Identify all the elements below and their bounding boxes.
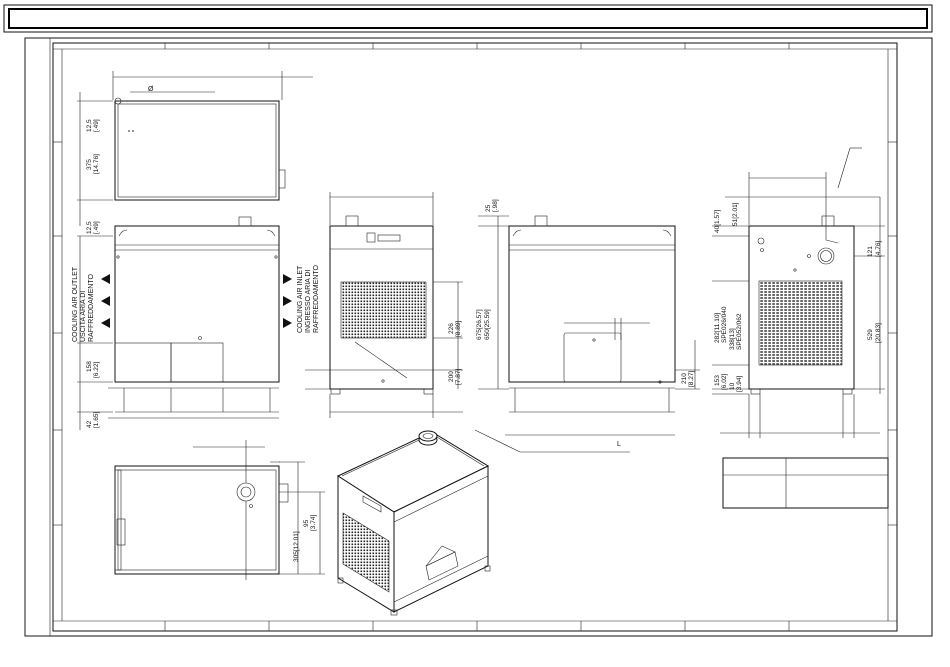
plan-view-dimensions: 95 [3.74] 305[12.01] — [293, 515, 317, 562]
side-view-grille — [305, 192, 463, 418]
svg-text:[20.83]: [20.83] — [875, 323, 882, 343]
svg-text:[8.89]: [8.89] — [455, 321, 462, 337]
title-banner — [3, 4, 933, 33]
svg-text:158: 158 — [86, 361, 93, 372]
svg-text:[.49]: [.49] — [93, 119, 100, 132]
drawing-frame — [24, 37, 933, 637]
svg-text:[4.76]: [4.76] — [875, 241, 882, 257]
outlet-arrow-2-icon — [101, 296, 110, 306]
svg-text:282[11.10]: 282[11.10] — [714, 313, 721, 343]
inlet-arrow-3-icon — [283, 318, 292, 328]
svg-text:226: 226 — [448, 323, 455, 334]
svg-text:SPE026/040: SPE026/040 — [721, 306, 728, 343]
svg-text:12,5: 12,5 — [86, 221, 93, 234]
front-view-left — [77, 216, 292, 430]
svg-text:153: 153 — [714, 375, 721, 386]
svg-text:[6.22]: [6.22] — [93, 362, 100, 378]
svg-text:338[13]: 338[13] — [729, 328, 736, 350]
right-side-dimensions: 40[1.57] 51[2.01] 282[11.10] SPE026/040 … — [714, 202, 882, 392]
diameter-symbol: Ø — [148, 86, 154, 93]
svg-text:305[12.01]: 305[12.01] — [293, 531, 300, 562]
rear-view: L — [474, 215, 700, 453]
inlet-label: COOLING AIR INLET INGRESSO ARIA DI RAFFR… — [297, 265, 320, 333]
outlet-label: COOLING AIR OUTLET USCITA ARIA DI RAFFRE… — [72, 266, 95, 342]
svg-text:200: 200 — [448, 371, 455, 382]
svg-text:[3.94]: [3.94] — [736, 376, 743, 392]
outlet-arrow-1-icon — [101, 274, 110, 284]
svg-text:25: 25 — [485, 204, 492, 212]
dim-l-label: L — [617, 441, 621, 448]
svg-text:[.98]: [.98] — [492, 199, 499, 212]
left-dimensions: 12,5 [.49] 375 [14.76] 12,5 [.49] 158 [6… — [86, 119, 100, 428]
svg-text:375: 375 — [86, 159, 93, 170]
title-block — [722, 457, 889, 509]
svg-text:[14.76]: [14.76] — [93, 154, 100, 174]
svg-text:675[26.57]: 675[26.57] — [476, 309, 483, 340]
svg-text:42: 42 — [86, 420, 93, 428]
svg-text:210: 210 — [681, 373, 688, 384]
inlet-arrow-2-icon — [283, 296, 292, 306]
svg-text:[7.87]: [7.87] — [455, 369, 462, 385]
svg-text:[1.65]: [1.65] — [93, 412, 100, 428]
svg-text:COOLING AIR OUTLET: COOLING AIR OUTLET — [72, 266, 79, 342]
svg-text:RAFFREDDAMENTO: RAFFREDDAMENTO — [313, 265, 320, 333]
svg-text:529: 529 — [867, 329, 874, 340]
right-side-view — [712, 147, 885, 438]
svg-text:650[25.59]: 650[25.59] — [484, 309, 491, 340]
svg-text:[3.74]: [3.74] — [310, 515, 317, 531]
svg-text:SPE052/062: SPE052/062 — [736, 313, 743, 350]
svg-text:95: 95 — [303, 519, 310, 527]
svg-text:[.49]: [.49] — [93, 221, 100, 234]
outlet-arrow-3-icon — [101, 318, 110, 328]
plan-view-bottom — [114, 440, 325, 580]
svg-text:10: 10 — [729, 382, 736, 390]
side-view-dimensions: 226 [8.89] 200 [7.87] 675[26.57] 650[25.… — [448, 309, 491, 385]
svg-text:COOLING AIR INLET: COOLING AIR INLET — [297, 265, 304, 333]
svg-text:[6.02]: [6.02] — [721, 374, 728, 390]
svg-text:12,5: 12,5 — [86, 119, 93, 132]
svg-text:RAFFREDDAMENTO: RAFFREDDAMENTO — [88, 274, 95, 342]
svg-text:51[2.01]: 51[2.01] — [732, 202, 739, 226]
isometric-view — [336, 430, 491, 616]
svg-text:[8.27]: [8.27] — [688, 371, 695, 387]
svg-text:40[1.57]: 40[1.57] — [714, 209, 721, 233]
svg-text:121: 121 — [867, 246, 874, 257]
rear-view-dimensions: 25 [.98] 210 [8.27] — [485, 199, 695, 387]
top-view: Ø — [77, 71, 313, 226]
inlet-arrow-1-icon — [283, 274, 292, 284]
svg-text:INGRESSO ARIA DI: INGRESSO ARIA DI — [305, 270, 312, 333]
svg-text:USCITA ARIA DI: USCITA ARIA DI — [80, 291, 87, 342]
